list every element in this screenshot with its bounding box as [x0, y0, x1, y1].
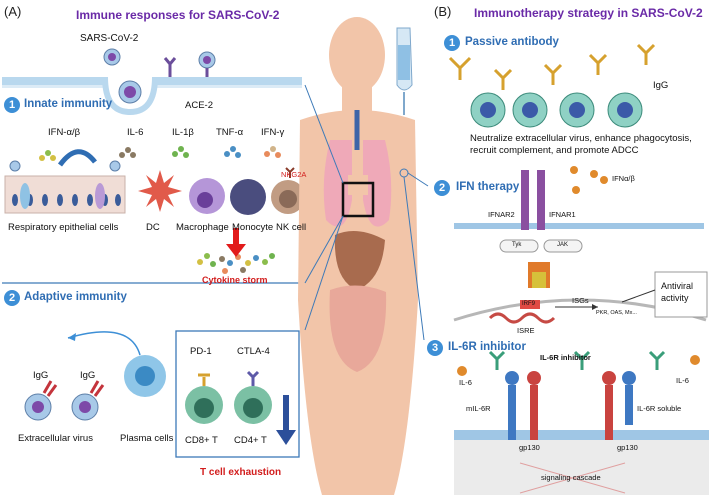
ctla4-label: CTLA-4 — [237, 346, 270, 357]
cytokine-label-ifn-ab: IFN-α/β — [48, 127, 81, 138]
t-cell-exhaustion-label: T cell exhaustion — [200, 467, 282, 478]
ifn-number-badge: 2 — [434, 180, 450, 196]
plasma-cells-label: Plasma cells — [120, 433, 174, 444]
cytokine-label-il6: IL-6 — [127, 127, 144, 138]
panel-b-label: (B) — [434, 4, 452, 19]
cytokine-label-ifng: IFN-γ — [261, 127, 285, 138]
isgs-label: ISGs — [572, 296, 589, 305]
cytokine-label-tnfa: TNF-α — [216, 127, 244, 138]
pkr-label: PKR, OAS, Mx... — [596, 310, 637, 316]
exhaustion-arrow-icon — [276, 395, 296, 445]
il6r-number-badge: 3 — [427, 340, 443, 356]
macrophage-label: Macrophage — [176, 222, 229, 233]
igg-label-right: IgG — [653, 80, 669, 91]
human-body-icon — [298, 17, 418, 495]
epithelial-cells-label: Respiratory epithelial cells — [8, 222, 119, 233]
blocked-cascade-cross — [519, 462, 626, 494]
nk-cell-label: NK cell — [276, 222, 307, 233]
il6-label-right: IL-6 — [676, 376, 689, 385]
lung-zoom-box — [341, 181, 375, 218]
cytokine-label-il1b: IL-1β — [172, 127, 194, 138]
antibody-coated-viruses — [448, 43, 656, 128]
sars-cov-2-virion-icon — [118, 80, 142, 104]
panel-a-label: (A) — [4, 4, 22, 19]
cytokine-storm-label: Cytokine storm — [202, 275, 268, 285]
il6r-membrane — [454, 430, 709, 495]
jak-label: JAK — [557, 242, 569, 248]
cytokine-storm-dots — [197, 253, 275, 274]
extracellular-virus-icons — [24, 380, 105, 421]
sars-cov-2-top-icon — [103, 48, 121, 66]
panel-a-title: Immune responses for SARS-CoV-2 — [76, 8, 280, 22]
passive-number-badge: 1 — [444, 35, 460, 51]
ace2-label: ACE-2 — [185, 100, 213, 111]
cd4-label: CD4+ T — [234, 435, 267, 446]
t-cell-box — [175, 330, 300, 458]
ace2-receptor-icon — [163, 57, 177, 77]
il6r-inhibitor-title: IL-6R inhibitor — [448, 341, 526, 353]
nk-cell-icon — [271, 167, 305, 214]
pd1-label: PD-1 — [190, 346, 212, 357]
il6r-inhibitor-small-label: IL-6R inhibitor — [540, 353, 591, 362]
dc-label: DC — [146, 222, 160, 233]
adaptive-immunity-title: Adaptive immunity — [24, 291, 127, 303]
neutralize-description: Neutralize extracellular virus, enhance … — [470, 133, 692, 156]
tyk-label: Tyk — [512, 242, 522, 248]
nkg2a-label: NKG2A — [281, 170, 307, 179]
innate-number-badge: 1 — [4, 97, 20, 113]
igg-label-2: IgG — [80, 370, 96, 381]
ifnab-label: IFNα/β — [612, 174, 635, 183]
igg-label-1: IgG — [33, 370, 49, 381]
cytokine-dots — [39, 146, 281, 161]
extracellular-virus-label: Extracellular virus — [18, 433, 93, 444]
plasma-cell-icon — [124, 355, 166, 397]
passive-antibody-title: Passive antibody — [465, 36, 559, 48]
panel-b-title: Immunotherapy strategy in SARS-CoV-2 — [474, 6, 703, 20]
irf9-label: IRF9 — [522, 301, 536, 307]
monocyte-cell-icon — [230, 179, 266, 215]
ifn-signaling-cell — [453, 166, 708, 324]
gp130-left-label: gp130 — [519, 443, 540, 452]
cd8-t-cell-icon — [185, 373, 223, 424]
isre-label: ISRE — [517, 326, 535, 335]
antiviral-activity-label: Antiviral activity — [661, 281, 694, 303]
mil6r-label: mIL-6R — [466, 404, 491, 413]
il6r-receptors — [457, 350, 700, 440]
cd8-label: CD8+ T — [185, 435, 218, 446]
il6-label-left: IL-6 — [459, 378, 472, 387]
gp130-right-label: gp130 — [617, 443, 638, 452]
iv-bag-icon — [396, 27, 413, 115]
respiratory-epithelium — [4, 160, 126, 214]
ifn-therapy-title: IFN therapy — [456, 181, 520, 193]
ifn-feedback-arrow — [57, 149, 97, 167]
macrophage-cell-icon — [189, 178, 225, 214]
dc-cell-icon — [138, 170, 182, 212]
sars-cov-2-label: SARS-CoV-2 — [80, 33, 139, 44]
ifnar2-label: IFNAR2 — [488, 210, 515, 219]
virus-bound-ace2-icon — [198, 51, 216, 77]
il6r-soluble-label: IL-6R soluble — [637, 404, 682, 413]
antibody-release-arrow — [67, 331, 141, 356]
signaling-cascade-label: signaling cascade — [541, 473, 601, 482]
antiviral-box — [654, 271, 708, 318]
innate-immunity-title: Innate immunity — [24, 98, 113, 110]
ifnar1-label: IFNAR1 — [549, 210, 576, 219]
cd4-t-cell-icon — [234, 370, 272, 424]
adaptive-number-badge: 2 — [4, 290, 20, 306]
storm-arrow-icon — [226, 228, 246, 257]
monocyte-label: Monocyte — [232, 222, 274, 233]
